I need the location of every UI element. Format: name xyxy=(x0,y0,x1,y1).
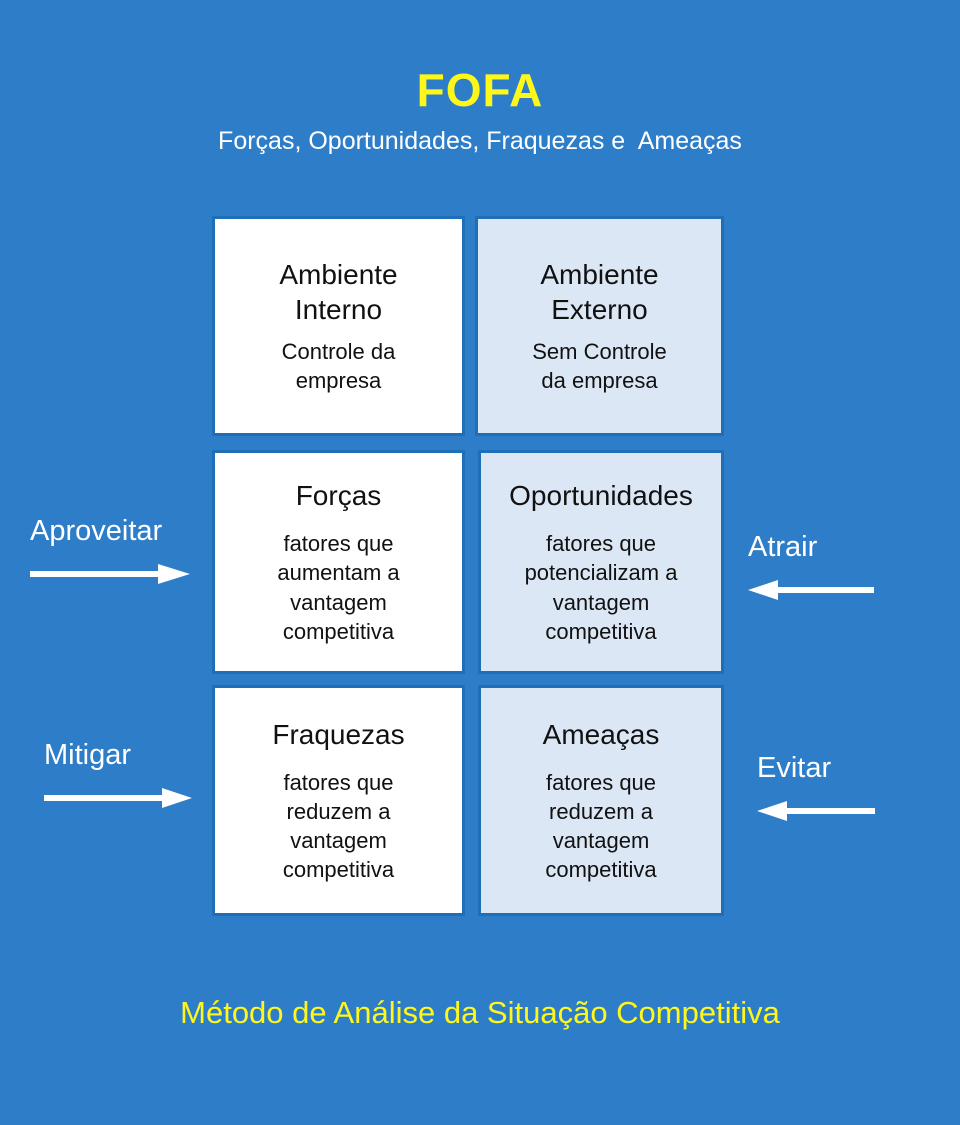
annotation-mitigar: Mitigar xyxy=(44,739,192,810)
annotation-mitigar-label: Mitigar xyxy=(44,739,132,771)
weaknesses-description: fatores que reduzem a vantagem competiti… xyxy=(282,769,395,883)
opportunities-heading: Oportunidades xyxy=(509,480,693,512)
internal-environment-description: Controle da empresa xyxy=(281,338,396,393)
arrow-right-icon xyxy=(44,787,192,808)
annotation-aproveitar-label: Aproveitar xyxy=(30,515,163,547)
threats-heading: Ameaças xyxy=(542,718,660,750)
internal-environment-heading: Ambiente Interno xyxy=(279,258,398,325)
arrow-right-icon xyxy=(30,563,190,584)
arrow-left-icon xyxy=(748,579,874,600)
strengths-description: fatores que aumentam a vantagem competit… xyxy=(277,531,400,644)
matrix-cell-threats: Ameaças fatores que reduzem a vantagem c… xyxy=(478,685,724,916)
annotation-atrair: Atrair xyxy=(748,531,874,602)
annotation-atrair-label: Atrair xyxy=(748,531,818,563)
threats-description: fatores que reduzem a vantagem competiti… xyxy=(545,769,657,883)
page-title: FOFA xyxy=(416,64,544,116)
external-environment-heading: Ambiente Externo xyxy=(540,258,659,325)
annotation-aproveitar: Aproveitar xyxy=(30,515,190,586)
annotation-evitar-label: Evitar xyxy=(757,752,832,784)
page-subtitle: Forças, Oportunidades, Fraquezas e Ameaç… xyxy=(218,127,742,156)
strengths-heading: Forças xyxy=(295,480,382,512)
matrix-header-internal-environment: Ambiente Interno Controle da empresa xyxy=(212,216,465,436)
weaknesses-heading: Fraquezas xyxy=(272,718,405,750)
annotation-evitar: Evitar xyxy=(757,752,875,823)
opportunities-description: fatores que potencializam a vantagem com… xyxy=(524,531,678,644)
fofa-matrix: Ambiente Interno Controle da empresa Amb… xyxy=(212,216,724,916)
matrix-header-external-environment: Ambiente Externo Sem Controle da empresa xyxy=(475,216,724,436)
matrix-cell-weaknesses: Fraquezas fatores que reduzem a vantagem… xyxy=(212,685,465,916)
matrix-cell-opportunities: Oportunidades fatores que potencializam … xyxy=(478,450,724,674)
footer-caption: Método de Análise da Situação Competitiv… xyxy=(180,995,780,1030)
external-environment-description: Sem Controle da empresa xyxy=(532,338,667,393)
arrow-left-icon xyxy=(757,800,875,821)
diagram-header: FOFA Forças, Oportunidades, Fraquezas e … xyxy=(0,0,960,156)
matrix-cell-strengths: Forças fatores que aumentam a vantagem c… xyxy=(212,450,465,674)
